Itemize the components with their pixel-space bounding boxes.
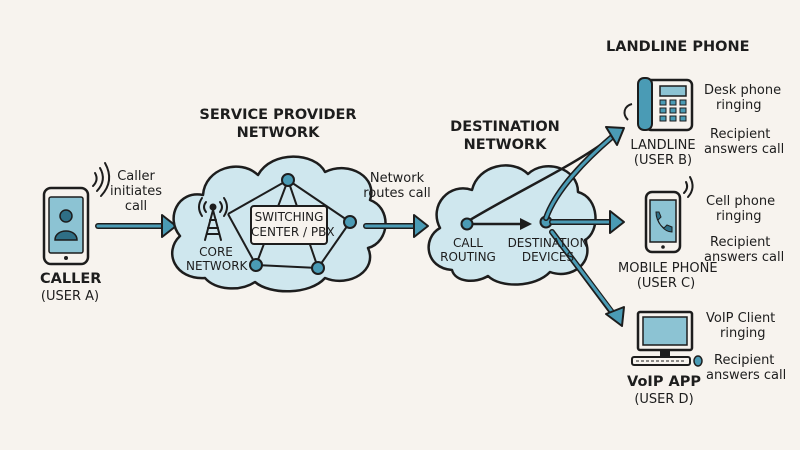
edge-initiates-line3: call — [124, 199, 148, 214]
landline-answer-1: Recipient — [710, 127, 771, 142]
edge-routes-line1: Network — [369, 171, 425, 186]
arrow-provider-to-destination — [363, 214, 429, 238]
mobile-phone-icon — [644, 190, 682, 254]
mobile-status-1: Cell phone — [706, 194, 776, 209]
network-nodes — [249, 173, 357, 275]
switching-center-box — [250, 205, 328, 245]
core-network-line1: CORE — [199, 245, 233, 259]
desk-phone-icon — [623, 77, 694, 132]
destination-devices-line2: DEVICES — [521, 250, 575, 264]
voip-status-1: VoIP Client — [706, 311, 776, 326]
desktop-computer-icon — [631, 310, 703, 367]
switching-center-line2: CENTER / PBX — [251, 225, 335, 239]
voip-answer-2: answers call — [706, 368, 787, 383]
landline-title: LANDLINE — [630, 138, 696, 153]
call-routing-line1: CALL — [453, 236, 483, 250]
network-node — [311, 261, 325, 275]
mobile-answer-2: answers call — [704, 250, 785, 265]
voip-subtitle: (USER D) — [634, 392, 694, 407]
network-node — [343, 215, 357, 229]
landline-status-2: ringing — [716, 98, 762, 113]
mobile-signal-waves-icon — [683, 176, 694, 198]
destination-title-1: DESTINATION — [450, 119, 560, 135]
landline-subtitle: (USER B) — [633, 153, 693, 168]
caller-subtitle: (USER A) — [40, 289, 100, 304]
destination-devices-line1: DESTINATION — [507, 236, 589, 250]
mobile-status-2: ringing — [716, 209, 762, 224]
signal-waves-icon — [92, 162, 111, 197]
arrow-to-voip — [549, 229, 625, 327]
landline-answer-2: answers call — [704, 142, 785, 157]
caller-title: CALLER — [40, 271, 102, 287]
destination-title-2: NETWORK — [463, 137, 547, 153]
voip-status-2: ringing — [720, 326, 766, 341]
arrow-to-landline — [469, 126, 625, 222]
voip-answer-1: Recipient — [714, 353, 775, 368]
network-node — [249, 258, 263, 272]
mobile-title: MOBILE PHONE — [618, 261, 718, 276]
switching-center-line1: SWITCHING — [254, 210, 324, 224]
routing-arrow — [470, 218, 532, 230]
mobile-subtitle: (USER C) — [636, 276, 696, 291]
service-provider-title-1: SERVICE PROVIDER — [199, 107, 357, 123]
service-provider-title-2: NETWORK — [236, 125, 320, 141]
mobile-answer-1: Recipient — [710, 235, 771, 250]
smartphone-user-icon — [42, 186, 90, 266]
arrow-to-mobile — [549, 210, 625, 234]
network-node — [281, 173, 295, 187]
arrow-caller-to-provider — [95, 214, 177, 238]
call-routing-node — [460, 217, 474, 231]
voip-title: VoIP APP — [627, 374, 701, 390]
edge-routes-line2: routes call — [363, 186, 431, 201]
core-network-line2: NETWORK — [186, 259, 248, 273]
edge-initiates-line1: Caller — [117, 169, 155, 184]
call-routing-line2: ROUTING — [440, 250, 496, 264]
landline-status-1: Desk phone — [704, 83, 782, 98]
edge-initiates-line2: initiates — [109, 184, 162, 199]
radio-tower-icon — [198, 197, 228, 241]
landline-header: LANDLINE PHONE — [606, 39, 750, 55]
